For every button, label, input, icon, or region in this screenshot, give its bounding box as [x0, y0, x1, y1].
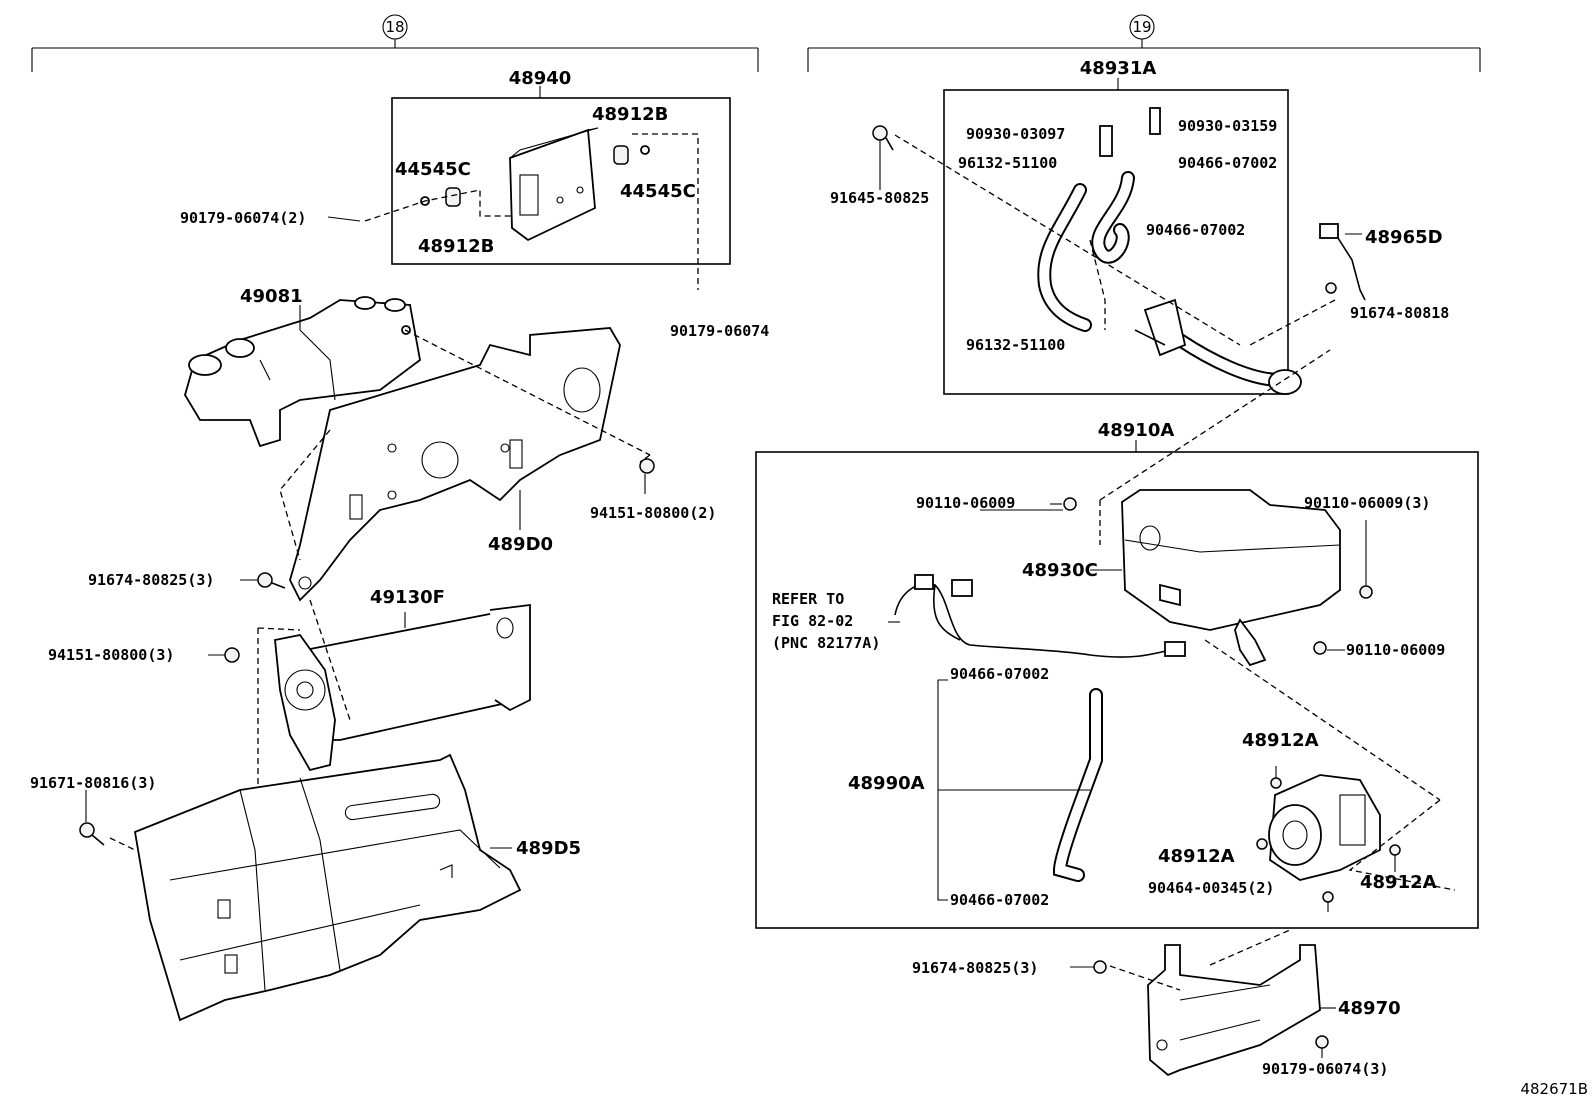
label-48931A: 48931A [1080, 58, 1157, 79]
label-94151-80800-3: 94151-80800(3) [48, 646, 174, 664]
group-19-bracket: 19 [807, 14, 1481, 72]
box-48910A [755, 349, 1479, 929]
label-91674-80825-3: 91674-80825(3) [88, 571, 214, 589]
label-49130F: 49130F [370, 587, 445, 608]
connector-48965D-icon [1319, 223, 1366, 301]
label-489D5: 489D5 [516, 838, 581, 859]
refer-line-2: FIG 82-02 [772, 612, 853, 630]
bolt-90110-06009-a-icon [1063, 497, 1077, 511]
label-90464-00345-2: 90464-00345(2) [1148, 879, 1274, 897]
part-49130F [257, 599, 531, 890]
label-90179-06074-2: 90179-06074(2) [180, 209, 306, 227]
part-489D0 [279, 327, 651, 602]
label-48912B-top: 48912B [592, 104, 668, 125]
label-48970: 48970 [1338, 998, 1401, 1019]
bolt-91674-80825-icon [240, 572, 286, 589]
group-19-number: 19 [1132, 18, 1151, 36]
label-90930-03159: 90930-03159 [1178, 117, 1277, 135]
bolt-91674-80825-b-icon [1093, 960, 1107, 974]
label-91674-80825-3b: 91674-80825(3) [912, 959, 1038, 977]
label-91674-80818: 91674-80818 [1350, 304, 1449, 322]
label-48912A-right: 48912A [1360, 872, 1437, 893]
label-90930-03097: 90930-03097 [966, 125, 1065, 143]
label-96132-51100-bottom: 96132-51100 [966, 336, 1065, 354]
label-48912A-top: 48912A [1242, 730, 1319, 751]
label-90110-06009-a: 90110-06009 [916, 494, 1015, 512]
label-48940: 48940 [509, 68, 572, 89]
label-44545C-right: 44545C [620, 181, 696, 202]
label-48990A: 48990A [848, 773, 925, 794]
box-48940 [364, 86, 731, 290]
nut-94151-80800-icon [224, 647, 240, 663]
label-91671-80816-3: 91671-80816(3) [30, 774, 156, 792]
bolt-91645-80825-icon [872, 125, 894, 190]
label-91645-80825: 91645-80825 [830, 189, 929, 207]
label-44545C-left: 44545C [395, 159, 471, 180]
bolt-90110-06009-b-icon [1359, 585, 1373, 599]
label-90179-06074-3: 90179-06074(3) [1262, 1060, 1388, 1078]
label-49081: 49081 [240, 286, 303, 307]
box-48931A [894, 78, 1336, 395]
refer-line-1: REFER TO [772, 590, 844, 608]
label-96132-51100-top: 96132-51100 [958, 154, 1057, 172]
label-90466-07002-b: 90466-07002 [1146, 221, 1245, 239]
group-18-number: 18 [385, 18, 404, 36]
part-48970 [1109, 929, 1336, 1077]
bolt-91671-80816-icon [79, 790, 105, 846]
label-48965D: 48965D [1365, 227, 1443, 248]
bolt-90110-06009-c-icon [1313, 641, 1327, 655]
label-90110-06009-3: 90110-06009(3) [1304, 494, 1430, 512]
nut-90179-06074-c-icon [1315, 1035, 1329, 1049]
label-48912A-mid: 48912A [1158, 846, 1235, 867]
label-48912B-bottom: 48912B [418, 236, 494, 257]
refer-line-3: (PNC 82177A) [772, 634, 880, 652]
nut-94151-icon [639, 458, 655, 474]
label-90179-06074: 90179-06074 [670, 322, 769, 340]
label-90466-07002-c: 90466-07002 [950, 665, 1049, 683]
label-48910A: 48910A [1098, 420, 1175, 441]
group-18-bracket: 18 [31, 14, 759, 72]
label-90466-07002-d: 90466-07002 [950, 891, 1049, 909]
figure-id: 482671B [1520, 1080, 1588, 1098]
part-49081 [184, 296, 421, 448]
label-489D0: 489D0 [488, 534, 553, 555]
label-90110-06009-c: 90110-06009 [1346, 641, 1445, 659]
label-94151-80800-2: 94151-80800(2) [590, 504, 716, 522]
label-48930C: 48930C [1022, 560, 1098, 581]
part-489D5 [109, 753, 522, 1022]
label-90466-07002-a: 90466-07002 [1178, 154, 1277, 172]
